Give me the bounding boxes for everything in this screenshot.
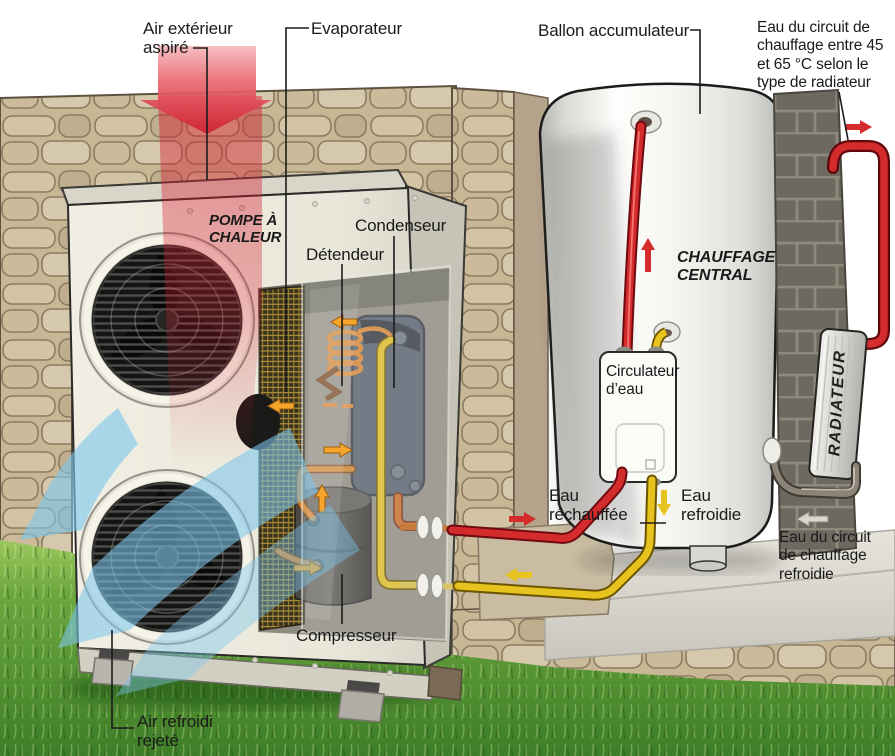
hot-water-riser-pipe <box>621 120 647 358</box>
refrigerant-flow-arrows <box>267 314 358 576</box>
label-detendeur: Détendeur <box>306 245 385 264</box>
cold-internal-pipe <box>376 335 429 590</box>
label-ballon-accumulateur: Ballon accumulateur <box>538 21 690 40</box>
label-evaporateur: Evaporateur <box>311 19 402 38</box>
arrow-left-return-icon <box>796 511 829 527</box>
hot-water-supply-pipe <box>446 466 628 544</box>
exhaust-air-arrows <box>20 408 360 696</box>
label-condenseur: Condenseur <box>355 216 447 235</box>
arrow-down-cold-icon <box>657 490 671 516</box>
radiator <box>808 327 868 481</box>
tank-shadow <box>580 547 780 573</box>
label-eau-circuit-chauffage: Eau du circuit de chauffage entre 45 et … <box>757 19 884 91</box>
arrow-right-hot2-icon <box>509 512 536 526</box>
arrow-left-cold-icon <box>505 568 532 582</box>
leader-lines <box>111 27 849 729</box>
label-eau-circuit-refroidie: Eau du circuit de chauffage refroidie <box>779 529 871 583</box>
radiator-loop-pipe <box>827 140 890 350</box>
heat-pump-unit <box>60 168 468 723</box>
expansion-valve-coil <box>326 326 393 377</box>
intake-air-arrow-icon <box>140 46 272 134</box>
return-water-pipe <box>769 453 861 500</box>
wall-grommet <box>762 437 782 465</box>
label-compresseur: Compresseur <box>296 626 397 645</box>
cold-water-return-pipe <box>452 474 658 601</box>
zigzag-pipe <box>315 365 344 402</box>
arrow-up-hot-icon <box>641 238 655 272</box>
intake-air-band <box>158 96 262 468</box>
pipe-connectors <box>400 514 461 599</box>
water-circulator <box>599 327 677 486</box>
arrow-right-hot-icon <box>845 120 872 134</box>
